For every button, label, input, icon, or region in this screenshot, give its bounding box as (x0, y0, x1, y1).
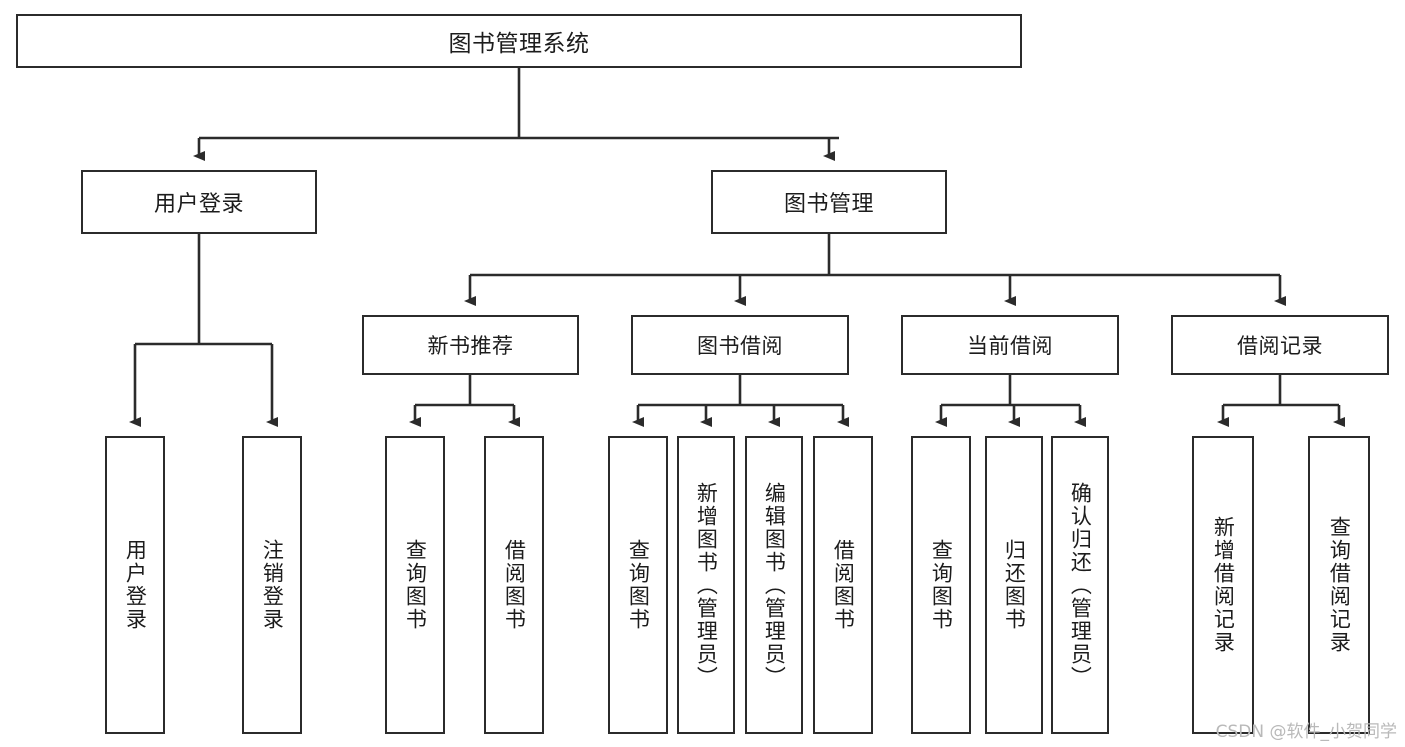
node-leaf-query-record[interactable]: 查询借阅记录 (1308, 436, 1370, 734)
node-leaf-query-book-3[interactable]: 查询图书 (911, 436, 971, 734)
node-leaf-borrow-book-2[interactable]: 借阅图书 (813, 436, 873, 734)
node-borrow-record[interactable]: 借阅记录 (1171, 315, 1389, 375)
node-current-borrow[interactable]: 当前借阅 (901, 315, 1119, 375)
node-user-login[interactable]: 用户登录 (81, 170, 317, 234)
node-book-borrow[interactable]: 图书借阅 (631, 315, 849, 375)
node-leaf-query-record-label: 查询借阅记录 (1327, 516, 1352, 654)
node-leaf-return-book-label: 归还图书 (1002, 539, 1027, 631)
node-borrow-record-label: 借阅记录 (1237, 334, 1323, 358)
node-book-management[interactable]: 图书管理 (711, 170, 947, 234)
node-leaf-user-login[interactable]: 用户登录 (105, 436, 165, 734)
node-leaf-query-book-2[interactable]: 查询图书 (608, 436, 668, 734)
node-leaf-add-record[interactable]: 新增借阅记录 (1192, 436, 1254, 734)
node-leaf-query-book-1-label: 查询图书 (403, 539, 428, 631)
node-leaf-edit-book-label: 编辑图书（管理员） (762, 481, 787, 689)
csdn-watermark: CSDN @软件_小贺同学 (1215, 722, 1397, 742)
node-user-login-label: 用户登录 (153, 192, 244, 217)
node-leaf-borrow-book-1[interactable]: 借阅图书 (484, 436, 544, 734)
node-leaf-edit-book[interactable]: 编辑图书（管理员） (745, 436, 803, 734)
node-leaf-user-logout-label: 注销登录 (260, 539, 285, 631)
node-root-label: 图书管理系统 (448, 31, 590, 57)
node-leaf-borrow-book-2-label: 借阅图书 (831, 539, 856, 631)
node-leaf-query-book-2-label: 查询图书 (626, 539, 651, 631)
node-leaf-user-logout[interactable]: 注销登录 (242, 436, 302, 734)
node-leaf-user-login-label: 用户登录 (123, 539, 148, 631)
node-leaf-add-record-label: 新增借阅记录 (1211, 516, 1236, 654)
node-leaf-query-book-1[interactable]: 查询图书 (385, 436, 445, 734)
node-leaf-borrow-book-1-label: 借阅图书 (502, 539, 527, 631)
node-new-book-recommend-label: 新书推荐 (427, 334, 514, 358)
node-leaf-confirm-return-label: 确认归还（管理员） (1068, 481, 1093, 689)
node-current-borrow-label: 当前借阅 (967, 334, 1053, 358)
node-book-management-label: 图书管理 (783, 192, 874, 217)
node-leaf-confirm-return[interactable]: 确认归还（管理员） (1051, 436, 1109, 734)
node-leaf-add-book-label: 新增图书（管理员） (694, 481, 719, 689)
node-leaf-add-book[interactable]: 新增图书（管理员） (677, 436, 735, 734)
node-leaf-return-book[interactable]: 归还图书 (985, 436, 1043, 734)
node-book-borrow-label: 图书借阅 (697, 334, 783, 358)
node-root[interactable]: 图书管理系统 (16, 14, 1022, 68)
node-new-book-recommend[interactable]: 新书推荐 (362, 315, 579, 375)
node-leaf-query-book-3-label: 查询图书 (929, 539, 954, 631)
